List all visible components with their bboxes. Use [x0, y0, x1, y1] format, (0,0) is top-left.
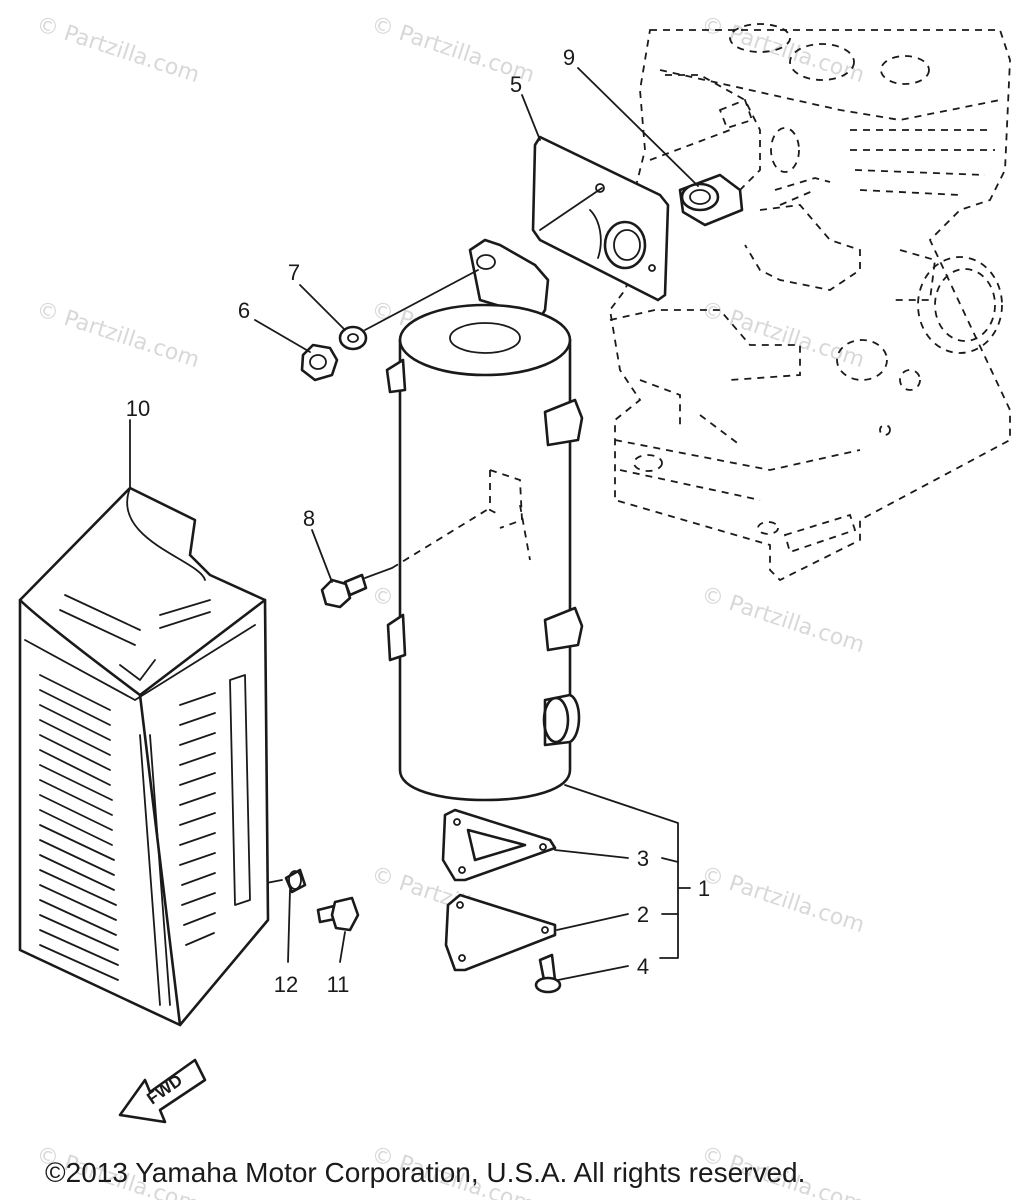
callout-9: 9	[563, 45, 575, 70]
callout-1: 1	[698, 876, 710, 901]
part-2-plate	[444, 893, 557, 972]
copyright-text: ©2013 Yamaha Motor Corporation, U.S.A. A…	[45, 1157, 805, 1188]
callout-5: 5	[510, 72, 522, 97]
callout-11: 11	[327, 972, 350, 997]
watermark-4: © Partzilla.com	[33, 297, 202, 373]
part-9-collar	[678, 173, 744, 227]
part-5-gasket	[531, 135, 670, 302]
part-10-cover	[18, 486, 270, 1027]
callout-6: 6	[238, 298, 250, 323]
engine-block	[609, 23, 1011, 582]
leader-lines	[129, 67, 699, 981]
assembly-lines	[239, 129, 731, 889]
part-3-gasket	[441, 808, 557, 882]
watermark-9: © Partzilla.com	[698, 582, 867, 658]
watermark-12: © Partzilla.com	[698, 862, 867, 938]
callout-10: 10	[126, 396, 150, 421]
part-6-nut	[300, 343, 339, 382]
muffler-body	[385, 238, 584, 802]
callout-4: 4	[637, 954, 649, 979]
watermark-1: © Partzilla.com	[33, 12, 202, 88]
callouts: 1 2 3 4 5 6 7 8 9 10 11 12	[126, 45, 710, 997]
callout-3: 3	[637, 846, 649, 871]
watermark-6: © Partzilla.com	[698, 297, 867, 373]
callout-7: 7	[288, 260, 300, 285]
callout-2: 2	[637, 902, 649, 927]
part-7-washer	[338, 325, 368, 351]
callout-12: 12	[274, 972, 298, 997]
part-12-grommet	[284, 868, 307, 894]
part-4-screw	[534, 953, 562, 994]
fwd-arrow: FWD	[118, 1058, 207, 1124]
part-8-bolt	[320, 573, 368, 609]
part-11-bolt	[316, 896, 360, 932]
callout-8: 8	[303, 506, 315, 531]
